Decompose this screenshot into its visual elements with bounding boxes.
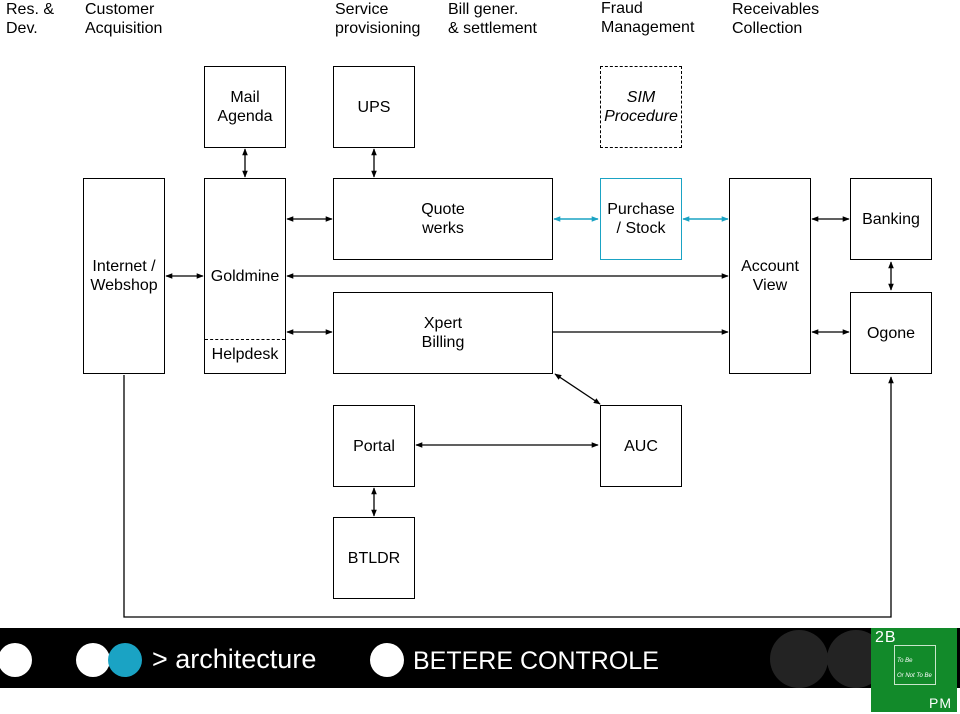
footer-bar: > architecture BETERE CONTROLE xyxy=(0,628,960,688)
mail-agenda-label-2: Agenda xyxy=(217,108,273,125)
ogone-box: Ogone xyxy=(850,292,932,374)
quote-werks-label-1: Quote xyxy=(421,201,465,218)
account-view-label-1: Account xyxy=(741,258,799,275)
header-res-dev: Res. & Dev. xyxy=(6,0,54,38)
goldmine-helpdesk-divider xyxy=(205,339,285,340)
2bpm-logo: 2B To Be Or Not To Be PM xyxy=(871,628,957,712)
xpert-billing-label-1: Xpert xyxy=(423,315,463,332)
banking-label: Banking xyxy=(862,210,920,228)
header-service-provisioning-line1: Service xyxy=(335,1,389,18)
portal-box: Portal xyxy=(333,405,415,487)
header-bill-generation-line2: & settlement xyxy=(448,20,537,37)
header-receivables-collection-line2: Collection xyxy=(732,20,803,37)
header-customer-acquisition: Customer Acquisition xyxy=(85,0,162,38)
purchase-stock-label-2: / Stock xyxy=(616,220,666,237)
conn-xpert-auc xyxy=(554,373,601,405)
mail-agenda-label-1: Mail xyxy=(230,89,260,106)
purchase-stock-label-1: Purchase xyxy=(607,201,675,218)
xpert-billing-label-2: Billing xyxy=(421,334,465,351)
logo-line2: Or Not To Be xyxy=(897,673,932,679)
blue-dot-icon xyxy=(108,643,142,677)
quote-werks-label-2: werks xyxy=(422,220,464,237)
portal-label: Portal xyxy=(353,437,395,455)
header-res-dev-line1: Res. & xyxy=(6,1,55,18)
ups-box: UPS xyxy=(333,66,415,148)
btldr-box: BTLDR xyxy=(333,517,415,599)
header-receivables-collection-line1: Receivables xyxy=(732,1,820,18)
ogone-label: Ogone xyxy=(866,324,916,342)
sim-procedure-box: SIM Procedure xyxy=(600,66,682,148)
conn-webshop-ogone xyxy=(123,375,894,618)
mail-agenda-box: Mail Agenda xyxy=(204,66,286,148)
header-fraud-management: Fraud Management xyxy=(601,0,694,37)
footer-title: > architecture xyxy=(152,644,317,674)
xpert-billing-box: Xpert Billing xyxy=(333,292,553,374)
helpdesk-label: Helpdesk xyxy=(211,345,279,363)
goldmine-label-wrap: Goldmine xyxy=(204,266,286,286)
logo-line1: To Be xyxy=(897,658,913,664)
btldr-label: BTLDR xyxy=(347,549,401,567)
white-dot-icon xyxy=(76,643,110,677)
header-service-provisioning-line2: provisioning xyxy=(335,20,421,37)
dark-dot-icon xyxy=(770,630,828,688)
helpdesk-label-wrap: Helpdesk xyxy=(204,344,286,364)
goldmine-label: Goldmine xyxy=(210,267,280,285)
header-customer-acquisition-line2: Acquisition xyxy=(85,20,163,37)
header-receivables-collection: Receivables Collection xyxy=(732,0,819,38)
logo-inner-frame xyxy=(894,645,936,685)
header-service-provisioning: Service provisioning xyxy=(335,0,420,38)
white-dot-icon xyxy=(370,643,404,677)
header-bill-generation: Bill gener. & settlement xyxy=(448,0,537,38)
internet-webshop-box: Internet / Webshop xyxy=(83,178,165,374)
sim-procedure-label-2: Procedure xyxy=(604,108,678,125)
auc-label: AUC xyxy=(624,437,658,455)
header-customer-acquisition-line1: Customer xyxy=(85,1,155,18)
white-dot-icon xyxy=(0,643,32,677)
auc-box: AUC xyxy=(600,405,682,487)
banking-box: Banking xyxy=(850,178,932,260)
logo-top-text: 2B xyxy=(875,629,897,646)
purchase-stock-box: Purchase / Stock xyxy=(600,178,682,260)
account-view-box: Account View xyxy=(729,178,811,374)
header-fraud-management-line1: Fraud xyxy=(601,0,643,17)
footer-subtitle: BETERE CONTROLE xyxy=(413,647,659,675)
header-bill-generation-line1: Bill gener. xyxy=(448,1,519,18)
quote-werks-box: Quote werks xyxy=(333,178,553,260)
sim-procedure-label-1: SIM xyxy=(626,89,656,106)
account-view-label-2: View xyxy=(752,277,788,294)
internet-webshop-label-1: Internet / xyxy=(92,258,156,275)
header-fraud-management-line2: Management xyxy=(601,19,695,36)
ups-label: UPS xyxy=(357,98,391,116)
header-res-dev-line2: Dev. xyxy=(6,20,38,37)
internet-webshop-label-2: Webshop xyxy=(90,277,158,294)
goldmine-box xyxy=(204,178,286,374)
logo-bottom-text: PM xyxy=(929,695,952,711)
